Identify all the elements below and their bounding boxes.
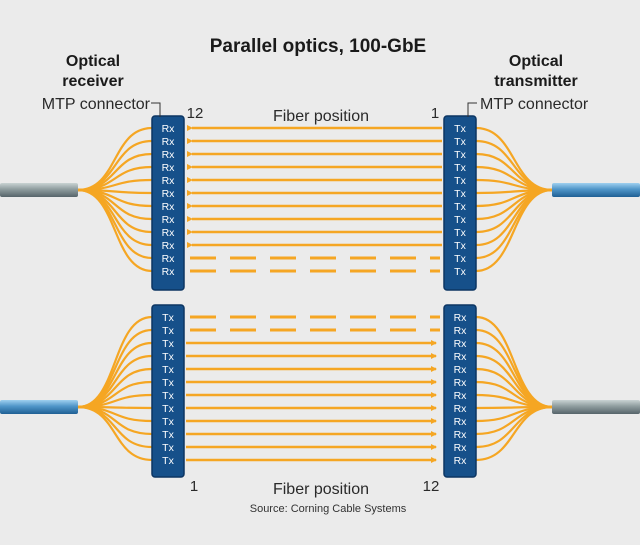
receiver-label-line2: receiver [62, 73, 123, 90]
rx-port-label: Rx [162, 227, 176, 239]
receiver-connector-top [151, 115, 185, 291]
rx-port-label: Rx [454, 416, 468, 428]
tx-port-label: Tx [454, 253, 466, 265]
receiver-fanout-fiber [475, 341, 553, 409]
rx-port-label: Rx [162, 175, 176, 187]
rx-port-label: Rx [454, 429, 468, 441]
tx-port-label: Tx [162, 338, 174, 350]
rx-port-label: Rx [454, 312, 468, 324]
transmitter-fanout-fiber [475, 139, 553, 192]
transmitter-connector-top [443, 115, 477, 291]
bottom-fiber-position-label: Fiber position [273, 481, 369, 498]
rx-port-label: Rx [162, 136, 176, 148]
receiver-connector-bottom [151, 304, 185, 478]
tx-port-label: Tx [454, 136, 466, 148]
rx-port-label: Rx [454, 325, 468, 337]
rx-port-label: Rx [454, 377, 468, 389]
rx-port-label: Rx [454, 442, 468, 454]
rx-port-label: Rx [454, 351, 468, 363]
transmitter-fanout-fiber [77, 341, 153, 409]
receiver-fanout-fiber [475, 405, 553, 462]
tx-port-label: Tx [454, 266, 466, 278]
tx-port-label: Tx [162, 442, 174, 454]
tx-port-label: Tx [162, 455, 174, 467]
top-right-fiber-number: 1 [431, 105, 439, 122]
tx-port-label: Tx [162, 351, 174, 363]
tx-port-label: Tx [454, 227, 466, 239]
page-title: Parallel optics, 100-GbE [210, 36, 426, 57]
rx-port-label: Rx [454, 403, 468, 415]
transmitter-connector-label: MTP connector [480, 96, 589, 113]
tx-port-label: Tx [162, 390, 174, 402]
receiver-connector-label: MTP connector [42, 96, 151, 113]
tx-port-label: Tx [162, 403, 174, 415]
transmitter-label-line1: Optical [509, 53, 563, 70]
tx-port-label: Tx [454, 149, 466, 161]
transmitter-fanout-fiber [475, 188, 553, 273]
rx-port-label: Rx [162, 162, 176, 174]
rx-port-label: Rx [454, 455, 468, 467]
tx-port-label: Tx [162, 416, 174, 428]
left-bottom-cable [0, 400, 78, 414]
transmitter-fanout-fiber [77, 405, 153, 462]
rx-port-label: Rx [162, 266, 176, 278]
tx-port-label: Tx [162, 325, 174, 337]
transmitter-connector-bottom [443, 304, 477, 478]
bottom-right-fiber-number: 12 [423, 478, 440, 495]
right-top-cable [552, 183, 640, 197]
tx-port-label: Tx [454, 240, 466, 252]
left-connector-leader [151, 102, 161, 117]
fiber-lines [186, 125, 442, 463]
source-credit: Source: Corning Cable Systems [250, 503, 407, 515]
tx-port-label: Tx [454, 162, 466, 174]
receiver-fanout-fiber [77, 139, 153, 192]
rx-port-label: Rx [162, 201, 176, 213]
rx-port-label: Rx [162, 214, 176, 226]
rx-port-label: Rx [162, 149, 176, 161]
transmitter-label-line2: transmitter [494, 73, 578, 90]
rx-port-label: Rx [162, 188, 176, 200]
rx-port-label: Rx [162, 253, 176, 265]
top-fiber-position-label: Fiber position [273, 108, 369, 125]
rx-port-label: Rx [454, 338, 468, 350]
tx-port-label: Tx [162, 377, 174, 389]
tx-port-label: Tx [162, 364, 174, 376]
tx-port-label: Tx [454, 123, 466, 135]
receiver-label-line1: Optical [66, 53, 120, 70]
right-bottom-cable [552, 400, 640, 414]
top-left-fiber-number: 12 [187, 105, 204, 122]
transmitter-fanout-fiber [475, 188, 553, 260]
port-labels: RxRxRxRxRxRxRxRxRxRxRxRxTxTxTxTxTxTxTxTx… [162, 123, 468, 467]
tx-port-label: Tx [454, 214, 466, 226]
fiber-fanouts [77, 126, 553, 462]
receiver-fanout-fiber [77, 188, 153, 260]
left-top-cable [0, 183, 78, 197]
rx-port-label: Rx [162, 240, 176, 252]
tx-port-label: Tx [454, 175, 466, 187]
right-connector-leader [467, 102, 477, 117]
rx-port-label: Rx [454, 364, 468, 376]
bottom-left-fiber-number: 1 [190, 478, 198, 495]
tx-port-label: Tx [162, 312, 174, 324]
rx-port-label: Rx [162, 123, 176, 135]
rx-port-label: Rx [454, 390, 468, 402]
tx-port-label: Tx [162, 429, 174, 441]
tx-port-label: Tx [454, 201, 466, 213]
receiver-fanout-fiber [77, 188, 153, 273]
tx-port-label: Tx [454, 188, 466, 200]
